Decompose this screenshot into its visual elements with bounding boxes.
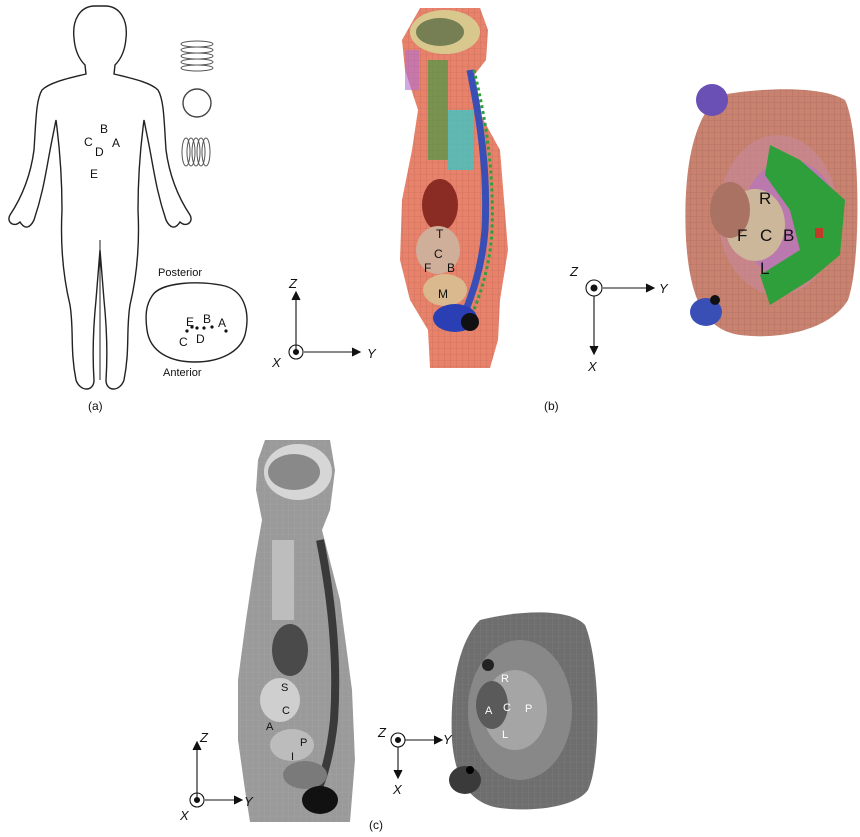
- sagittal-organ-label: M: [438, 287, 448, 301]
- axis-label-y: Y: [367, 346, 377, 361]
- axis-label-y: Y: [244, 794, 254, 809]
- axial-axes-b: [586, 280, 654, 354]
- axis-label-z: Z: [569, 264, 579, 279]
- axial-organ-label: L: [502, 729, 508, 741]
- axis-label-x: X: [392, 782, 403, 797]
- section-posterior-label: Posterior: [158, 267, 202, 279]
- axial-axes-c: [391, 733, 442, 778]
- section-point-label: A: [218, 316, 226, 330]
- axis-label-z: Z: [377, 725, 387, 740]
- body-point-label: A: [112, 136, 120, 150]
- axial-gray-phantom: [449, 612, 597, 809]
- axial-organ-label: B: [783, 226, 794, 245]
- axis-label-z: Z: [288, 276, 298, 291]
- body-point-label: B: [100, 122, 108, 136]
- panel-a-caption: (a): [88, 399, 103, 413]
- sagittal-organ-label: B: [447, 261, 455, 275]
- axial-organ-label: R: [759, 189, 771, 208]
- section-point-label: D: [196, 332, 205, 346]
- panel-a: B C D A E Posterior E B A: [9, 6, 247, 413]
- sagittal-organ-label: T: [436, 227, 444, 241]
- panel-c-caption: (c): [369, 818, 383, 832]
- sagittal-organ-label: C: [434, 247, 443, 261]
- axial-organ-label: R: [501, 673, 509, 685]
- section-point-label: C: [179, 335, 188, 349]
- body-cross-section: [146, 283, 247, 362]
- panel-b: T C F B M Z X Y R: [271, 8, 857, 413]
- axial-organ-label: C: [760, 226, 772, 245]
- sagittal-axes-b: [289, 292, 360, 359]
- coil-icon: [181, 41, 213, 71]
- body-point-label: D: [95, 145, 104, 159]
- sagittal-axes-c: [190, 742, 242, 807]
- axial-organ-label: F: [737, 226, 747, 245]
- sagittal-organ-label: C: [282, 705, 290, 717]
- axis-label-x: X: [587, 359, 598, 374]
- axis-label-y: Y: [659, 281, 669, 296]
- loops-icon: [182, 138, 210, 166]
- axial-color-phantom: [685, 84, 857, 336]
- axis-label-x: X: [179, 808, 190, 823]
- sagittal-organ-label: F: [424, 261, 431, 275]
- axis-label-y: Y: [443, 732, 453, 747]
- sagittal-color-phantom: [400, 8, 508, 368]
- axial-organ-label: P: [525, 703, 532, 715]
- section-anterior-label: Anterior: [163, 367, 202, 379]
- sagittal-organ-label: I: [291, 751, 294, 763]
- body-point-label: E: [90, 167, 98, 181]
- body-point-label: C: [84, 135, 93, 149]
- axial-organ-label: A: [485, 705, 493, 717]
- sagittal-organ-label: A: [266, 721, 274, 733]
- axis-label-z: Z: [199, 730, 209, 745]
- axis-label-x: X: [271, 355, 282, 370]
- axial-organ-label: L: [760, 259, 769, 278]
- sagittal-organ-label: P: [300, 737, 307, 749]
- sagittal-gray-phantom: [238, 440, 355, 822]
- ring-icon: [183, 89, 211, 117]
- panel-c: S C A P I Z X Y R A C P: [179, 440, 597, 832]
- panel-b-caption: (b): [544, 399, 559, 413]
- section-point-label: E: [186, 315, 194, 329]
- section-point-label: B: [203, 312, 211, 326]
- axial-organ-label: C: [503, 702, 511, 714]
- sagittal-organ-label: S: [281, 682, 288, 694]
